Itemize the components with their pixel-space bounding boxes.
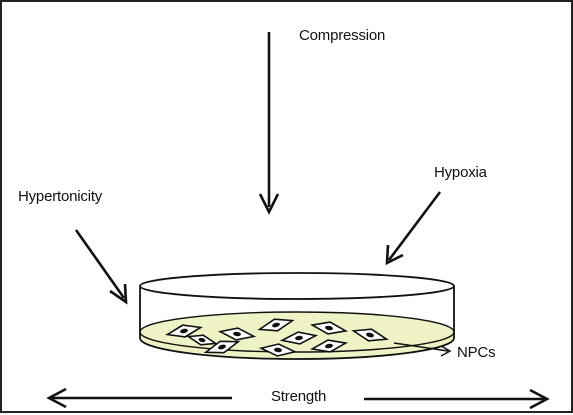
dish-rim: [140, 273, 454, 299]
strength-label: Strength: [271, 388, 326, 405]
hypertonicity-label: Hypertonicity: [18, 188, 102, 205]
petri-dish: [140, 273, 454, 359]
compression-label: Compression: [299, 27, 385, 44]
hypoxia-arrow: [387, 192, 440, 263]
hypoxia-label: Hypoxia: [434, 164, 487, 181]
compression-arrow: [260, 32, 278, 212]
npcs-label: NPCs: [457, 344, 495, 361]
hypertonicity-arrow: [76, 230, 126, 302]
